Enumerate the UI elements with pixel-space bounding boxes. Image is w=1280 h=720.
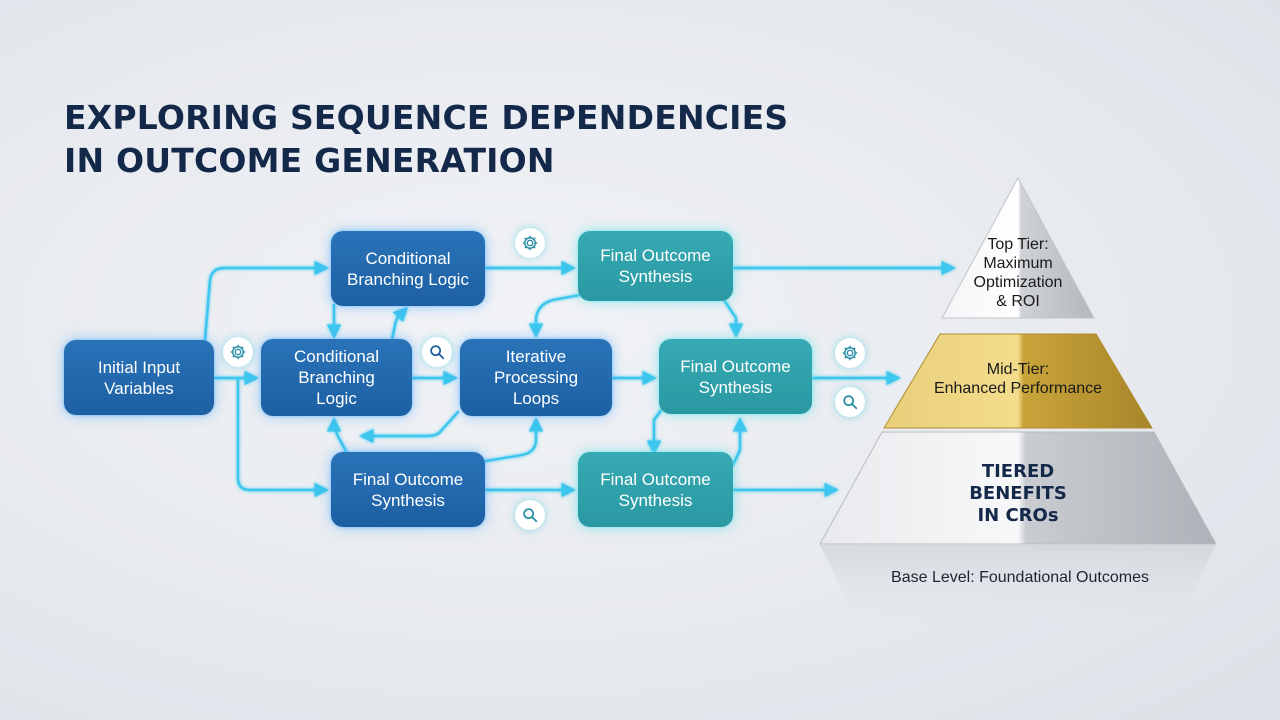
tier-base-line-1: TIERED: [981, 461, 1055, 482]
node-final-mid-line-2: Synthesis: [698, 377, 773, 397]
tier-top-label: Top Tier: Maximum Optimization & ROI: [938, 235, 1098, 311]
node-final-outcome-top: Final Outcome Synthesis: [578, 231, 733, 301]
node-cond-top-line-1: Conditional: [365, 248, 451, 268]
node-iterative-line-1: Iterative: [505, 347, 567, 366]
tier-top-line-4: & ROI: [996, 293, 1040, 310]
gear-icon: [223, 337, 253, 367]
node-iterative-processing-loops: Iterative Processing Loops: [460, 339, 612, 416]
node-cond-mid-line-1: Conditional: [293, 347, 380, 366]
edge-final-bottom-right-to-final-mid: [731, 417, 748, 467]
node-iterative-line-3: Loops: [512, 389, 560, 408]
node-final-bot-left-line-2: Synthesis: [371, 490, 445, 510]
edge-initial-to-cond-top: [203, 260, 329, 342]
tier-mid-label: Mid-Tier: Enhanced Performance: [898, 360, 1138, 398]
tier-base-line-2: BENEFITS: [969, 483, 1067, 504]
node-final-outcome-mid: Final Outcome Synthesis: [659, 339, 812, 414]
node-conditional-branching-mid: Conditional Branching Logic: [261, 339, 412, 416]
node-final-top-line-2: Synthesis: [618, 267, 693, 286]
tier-base-label: TIERED BENEFITS IN CROs: [918, 461, 1118, 527]
node-final-bot-right-line-1: Final Outcome: [600, 469, 711, 489]
edge-final-bottom-left-to-iterative: [478, 417, 544, 464]
tier-base-shape: [819, 431, 1217, 545]
title-line-1: EXPLORING SEQUENCE DEPENDENCIES: [64, 98, 789, 137]
node-final-outcome-bottom-left: Final Outcome Synthesis: [331, 452, 485, 527]
edge-iterative-to-cond-mid: [359, 410, 460, 444]
node-cond-top-line-2: Branching Logic: [347, 269, 469, 289]
node-conditional-branching-top: Conditional Branching Logic: [331, 231, 485, 306]
tier-top-line-1: Top Tier:: [987, 236, 1049, 253]
node-final-bot-left-line-1: Final Outcome: [352, 469, 464, 489]
tier-top-shape: [941, 176, 1095, 319]
base-level-caption: Base Level: Foundational Outcomes: [891, 569, 1149, 586]
node-cond-mid-line-3: Logic: [316, 389, 357, 408]
node-final-top-line-1: Final Outcome: [600, 246, 711, 265]
tier-base-line-3: IN CROs: [977, 505, 1059, 526]
edge-final-top-to-final-mid: [722, 298, 744, 338]
gear-icon: [515, 228, 545, 258]
node-initial-input-variables: Initial Input Variables: [64, 340, 214, 415]
title-line-2: IN OUTCOME GENERATION: [64, 141, 555, 180]
edge-final-bottom-left-to-cond-mid: [326, 417, 350, 457]
node-initial-line-2: Variables: [104, 378, 174, 398]
tier-mid-shape: [883, 333, 1153, 429]
tier-top-line-2: Maximum: [983, 255, 1053, 272]
node-initial-line-1: Initial Input: [97, 357, 181, 377]
magnifier-icon: [422, 337, 452, 367]
tier-mid-line-2: Enhanced Performance: [933, 380, 1103, 397]
node-final-mid-line-1: Final Outcome: [680, 356, 791, 376]
tier-mid-line-1: Mid-Tier:: [986, 361, 1050, 378]
page-title: EXPLORING SEQUENCE DEPENDENCIES IN OUTCO…: [64, 96, 824, 182]
gear-icon: [835, 338, 865, 368]
magnifier-icon: [515, 500, 545, 530]
tier-top-line-3: Optimization: [973, 274, 1063, 291]
magnifier-icon: [835, 387, 865, 417]
node-iterative-line-2: Processing: [493, 368, 579, 387]
node-final-outcome-bottom-right: Final Outcome Synthesis: [578, 452, 733, 527]
node-final-bot-right-line-2: Synthesis: [618, 490, 693, 510]
edge-final-top-to-iterative: [528, 293, 582, 338]
pyramid-reflection: [820, 545, 1216, 640]
edge-cond-mid-to-cond-top: [390, 306, 409, 342]
edge-initial-to-final-bottom-left: [236, 376, 329, 498]
node-cond-mid-line-2: Branching: [298, 368, 375, 387]
